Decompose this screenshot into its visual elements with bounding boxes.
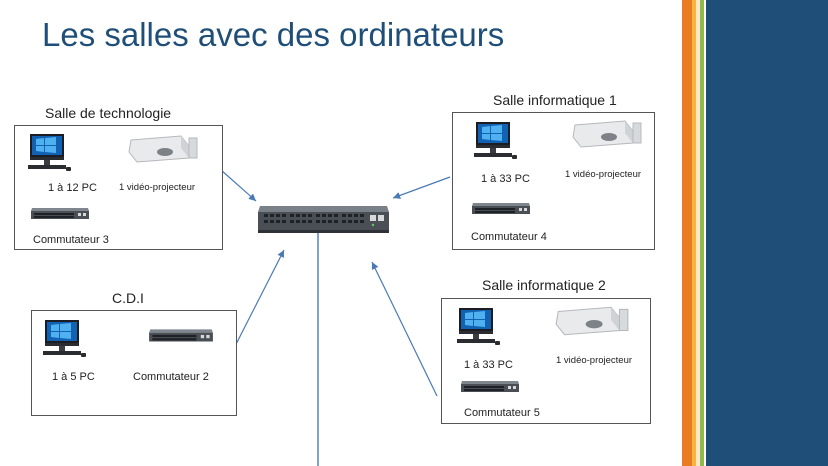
- stripe-white: [704, 0, 706, 466]
- room-box-techno: 1 à 12 PC 1 vidéo-projecteur Commutateur…: [14, 125, 223, 250]
- arrow-cdi: [227, 249, 285, 361]
- room-title-techno: Salle de technologie: [45, 105, 172, 121]
- stripe-yellow: [692, 0, 696, 466]
- room-title-cdi: C.D.I: [112, 290, 144, 306]
- computer-icon: [474, 122, 517, 159]
- switch-label-info1: Commutateur 4: [471, 231, 547, 243]
- computer-icon: [43, 320, 86, 357]
- arrow-info1: [392, 176, 451, 199]
- stripe-navy: [706, 0, 828, 466]
- room-box-info2: 1 à 33 PC 1 vidéo-projecteur Commutateur…: [441, 298, 651, 424]
- switch-label-cdi: Commutateur 2: [133, 371, 209, 383]
- switch-icon: [461, 381, 519, 392]
- projector-icon: [572, 120, 642, 148]
- pc-count-cdi: 1 à 5 PC: [52, 371, 95, 383]
- pc-count-info2: 1 à 33 PC: [464, 359, 513, 371]
- pc-count-techno: 1 à 12 PC: [48, 182, 97, 194]
- switch-label-techno: Commutateur 3: [33, 234, 109, 246]
- projector-icon: [128, 135, 198, 163]
- switch-icon: [31, 208, 89, 219]
- room-box-cdi: 1 à 5 PC Commutateur 2: [31, 310, 237, 416]
- pc-count-info1: 1 à 33 PC: [481, 173, 530, 185]
- room-title-info2: Salle informatique 2: [482, 277, 606, 293]
- arrow-techno: [220, 169, 257, 202]
- switch-icon: [472, 203, 530, 214]
- stripe-orange: [682, 0, 692, 466]
- projector-count-techno: 1 vidéo-projecteur: [119, 182, 196, 193]
- arrow-info2: [371, 261, 438, 397]
- room-box-info1: 1 à 33 PC 1 vidéo-projecteur Commutateur…: [452, 112, 655, 250]
- computer-icon: [28, 134, 71, 171]
- switch-icon: [149, 329, 213, 342]
- room-title-info1: Salle informatique 1: [493, 92, 617, 108]
- switch-label-info2: Commutateur 5: [464, 407, 540, 419]
- central-switch-icon: [258, 206, 389, 233]
- page-title: Les salles avec des ordinateurs: [42, 16, 505, 53]
- decorative-stripes: [682, 0, 828, 466]
- computer-icon: [457, 308, 500, 345]
- projector-icon: [555, 306, 629, 336]
- projector-count-info1: 1 vidéo-projecteur: [565, 169, 642, 180]
- stripe-green: [700, 0, 704, 466]
- projector-count-info2: 1 vidéo-projecteur: [556, 355, 633, 366]
- stripe-light: [696, 0, 700, 466]
